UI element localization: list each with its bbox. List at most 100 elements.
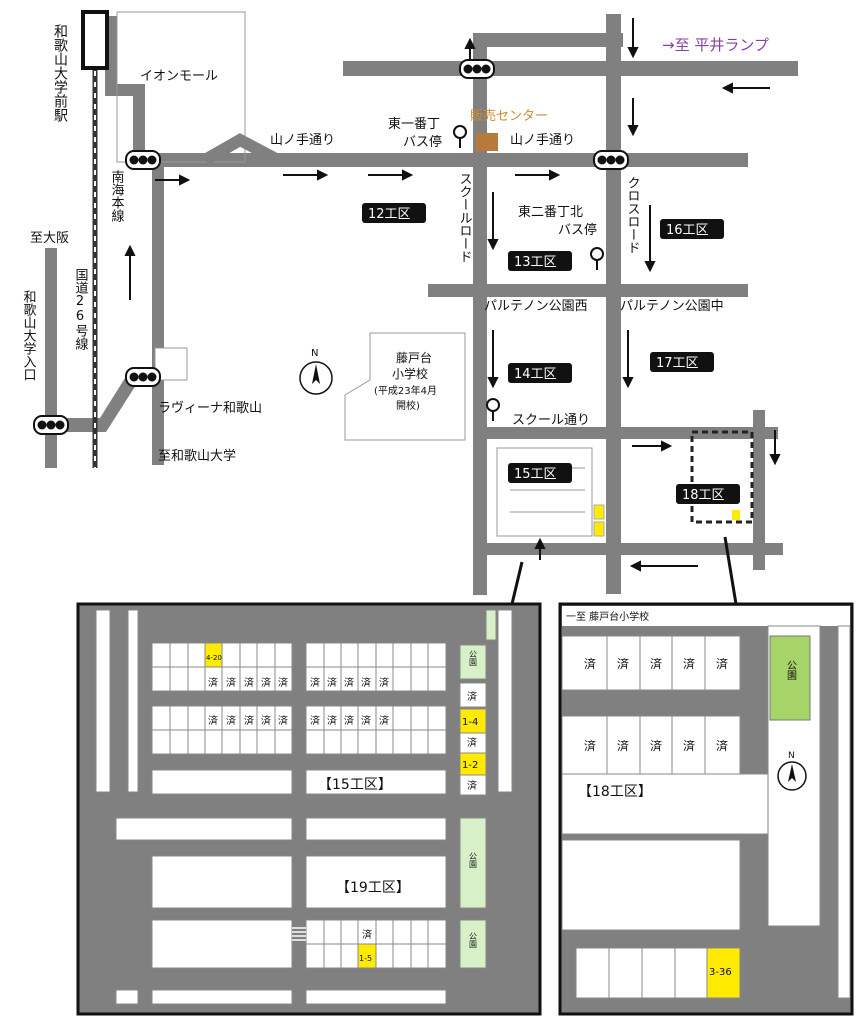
lot-1-5: 1-5 — [359, 954, 372, 963]
svg-text:済: 済 — [310, 714, 320, 727]
lot-4-20: 4-20 — [206, 654, 222, 662]
svg-text:済: 済 — [208, 714, 218, 727]
svg-text:済: 済 — [261, 714, 271, 727]
lot-1-2: 1-2 — [462, 760, 478, 771]
district18-box — [690, 430, 754, 524]
svg-text:済: 済 — [327, 676, 337, 689]
svg-text:済: 済 — [226, 714, 236, 727]
district-16: 16工区 — [666, 223, 709, 238]
detail18-heading: 一至 藤戸台小学校 — [566, 610, 649, 623]
yamanote-label-1: 山ノ手通り — [270, 133, 335, 148]
svg-text:済: 済 — [278, 714, 288, 727]
svg-text:済: 済 — [584, 656, 596, 671]
svg-text:公園: 公園 — [469, 932, 478, 949]
to-univ-label: 至和歌山大学 — [158, 448, 236, 464]
bus-stop-1-label-a: 東一番丁 — [388, 116, 440, 132]
univ-entrance-label: 和歌山大学入口 — [21, 290, 37, 381]
svg-text:済: 済 — [617, 656, 629, 671]
sales-center-label: 販売センター — [470, 108, 548, 124]
district15-lots — [496, 447, 605, 537]
svg-text:済: 済 — [379, 676, 389, 689]
district-14: 14工区 — [514, 367, 557, 382]
to-osaka-label: 至大阪 — [30, 231, 69, 246]
park-labels-15: 公園 公園 公園 — [469, 650, 478, 949]
lot-3-36: 3-36 — [709, 967, 732, 978]
sold-markers-15: 済 済 済 済 済 済 済 済 済 済 済 済 済 済 済 済 済 済 済 済 … — [208, 676, 477, 941]
district-12: 12工区 — [368, 207, 411, 222]
svg-text:済: 済 — [617, 738, 629, 753]
svg-text:済: 済 — [467, 736, 477, 749]
district-badges: 12工区 13工区 14工区 15工区 16工区 17工区 18工区 — [362, 203, 740, 504]
school-label-c: (平成23年4月 — [374, 384, 437, 397]
school-label-b: 小学校 — [392, 366, 428, 381]
station-label: 和歌山大学前駅 — [52, 24, 68, 122]
svg-text:済: 済 — [327, 714, 337, 727]
district18-lot — [732, 510, 740, 520]
district-15-title: 【15工区】 — [318, 777, 392, 793]
svg-text:済: 済 — [683, 738, 695, 753]
svg-text:済: 済 — [683, 656, 695, 671]
svg-text:公園: 公園 — [469, 852, 478, 869]
svg-text:済: 済 — [344, 714, 354, 727]
sales-center-icon — [476, 133, 498, 151]
svg-text:公園: 公園 — [469, 650, 478, 667]
traffic-light-icon — [125, 367, 161, 387]
svg-text:済: 済 — [244, 676, 254, 689]
svg-text:済: 済 — [379, 714, 389, 727]
sold-markers-18: 済 済 済 済 済 済 済 済 済 済 — [584, 656, 728, 753]
svg-text:済: 済 — [208, 676, 218, 689]
nankai-label: 南海本線 — [109, 169, 125, 222]
traffic-light-icon — [459, 59, 495, 79]
district-18: 18工区 — [682, 488, 725, 503]
aeon-label: イオンモール — [140, 69, 218, 84]
svg-text:済: 済 — [361, 714, 371, 727]
lot-1-4: 1-4 — [462, 717, 478, 728]
svg-text:済: 済 — [584, 738, 596, 753]
aeon-lot — [116, 11, 246, 163]
detail-15-panel: 4-20 1-4 1-2 1-5 【15工区】 【19工区】 済 済 済 済 済… — [76, 602, 542, 1016]
north-arrow-icon — [299, 361, 333, 395]
traffic-lights — [33, 59, 629, 435]
svg-text:済: 済 — [362, 928, 372, 941]
svg-text:済: 済 — [226, 676, 236, 689]
detail18-north-label: N — [788, 751, 795, 761]
bus-stop-1-label-b: バス停 — [403, 134, 442, 150]
yamanote-bend — [202, 133, 281, 166]
school-street-label: スクール通り — [512, 413, 590, 428]
svg-text:済: 済 — [716, 656, 728, 671]
school-lot — [344, 332, 466, 441]
svg-text:済: 済 — [310, 676, 320, 689]
bus-stop-2-label-a: 東二番丁北 — [518, 204, 583, 220]
svg-text:済: 済 — [344, 676, 354, 689]
school-road-label: スクールロード — [457, 172, 472, 263]
parthenon-west-label: パルテノン公園西 — [484, 299, 588, 314]
district-13: 13工区 — [514, 255, 557, 270]
svg-text:済: 済 — [261, 676, 271, 689]
school-label-a: 藤戸台 — [396, 350, 432, 365]
district-17: 17工区 — [656, 356, 699, 371]
svg-text:済: 済 — [467, 690, 477, 703]
main-map-text: 和歌山大学前駅 イオンモール 山ノ手通り 山ノ手通り →至 平井ランプ 販売セン… — [21, 24, 769, 464]
traffic-light-icon — [33, 415, 69, 435]
north-arrow-icon — [777, 761, 807, 791]
railway — [81, 10, 109, 468]
district-19-title: 【19工区】 — [336, 880, 410, 896]
svg-text:済: 済 — [650, 738, 662, 753]
svg-text:済: 済 — [244, 714, 254, 727]
cross-road-label: クロスロード — [625, 176, 640, 254]
traffic-light-icon — [593, 150, 629, 170]
yamanote-label-2: 山ノ手通り — [510, 133, 575, 148]
station-icon — [81, 10, 109, 70]
bus-stop-icon — [453, 125, 467, 148]
hirai-ramp-label: →至 平井ランプ — [662, 36, 769, 54]
svg-text:済: 済 — [278, 676, 288, 689]
svg-text:済: 済 — [361, 676, 371, 689]
district-18-title: 【18工区】 — [578, 784, 652, 800]
bus-stop-2-label-b: バス停 — [558, 222, 597, 238]
route26-label: 国道26号線 — [73, 268, 89, 350]
detail-18-panel: 一至 藤戸台小学校 3-36 【18工区】 公園 済 済 済 済 — [558, 602, 854, 1016]
north-label: N — [311, 348, 318, 359]
park-label-18: 公園 — [785, 660, 797, 681]
direction-arrows — [124, 18, 781, 572]
